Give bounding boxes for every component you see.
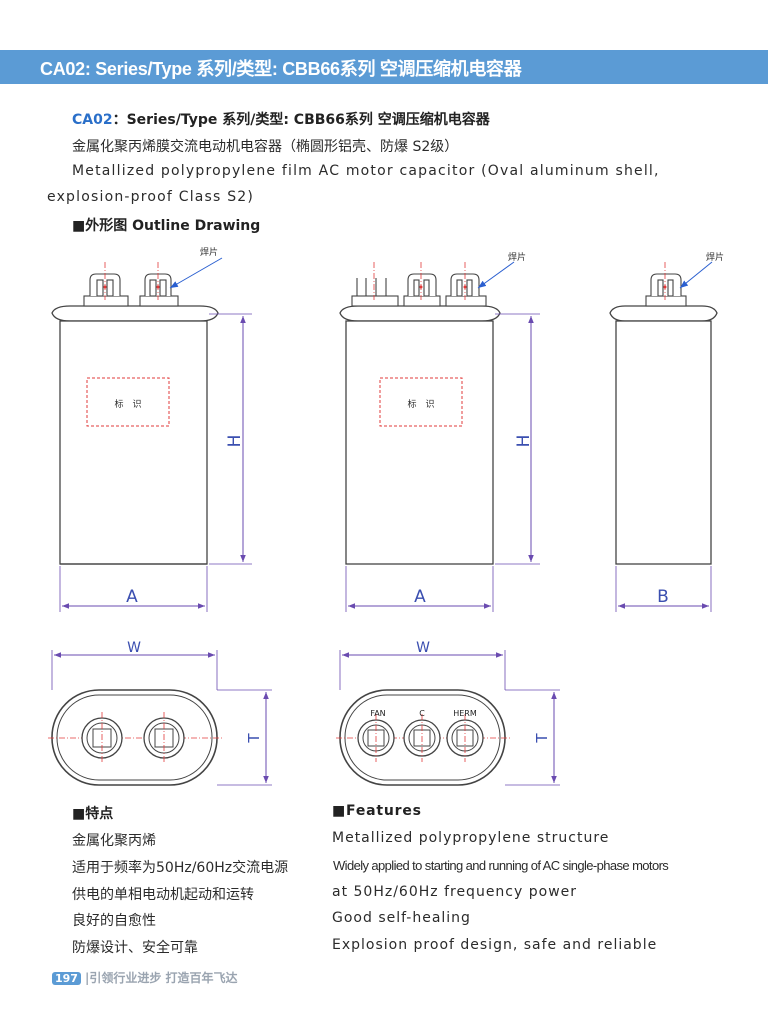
dim-A-2: A [414, 587, 426, 607]
terminal-herm: HERM [453, 709, 477, 718]
header-banner: CA02: Series/Type 系列/类型: CBB66系列 空调压缩机电容… [0, 50, 768, 84]
intro-en-line2: explosion-proof Class S2) [47, 189, 255, 205]
terminal-c: C [419, 709, 425, 718]
series-heading: CA02：Series/Type 系列/类型: CBB66系列 空调压缩机电容器 [72, 109, 490, 129]
top-view-two-terminal: W T [48, 640, 272, 786]
page-footer: 197|引领行业进步 打造百年飞达 [52, 969, 238, 986]
features-cn-heading: ■特点 [72, 806, 114, 822]
features-en-heading: ■Features [332, 803, 422, 819]
series-code: CA02 [72, 112, 113, 128]
side-view: 焊片 B [609, 251, 724, 612]
feature-cn-item: 防爆设计、安全可靠 [72, 940, 198, 956]
feature-en-item: Good self-healing [332, 910, 471, 926]
feature-cn-item: 供电的单相电动机起动和运转 [72, 887, 254, 903]
dim-T-1: T [245, 733, 263, 744]
feature-en-item: at 50Hz/60Hz frequency power [332, 884, 578, 900]
mark-label-1: 标 识 [114, 398, 141, 410]
banner-title: CA02: Series/Type 系列/类型: CBB66系列 空调压缩机电容… [40, 59, 522, 79]
front-view-two-terminal: 标 识 焊片 H A [51, 246, 252, 612]
dim-W-2: W [416, 640, 430, 656]
weld-label-2: 焊片 [508, 251, 526, 263]
weld-label-3: 焊片 [706, 251, 724, 263]
series-title: ：Series/Type 系列/类型: CBB66系列 空调压缩机电容器 [112, 112, 490, 128]
feature-cn-item: 金属化聚丙烯 [72, 833, 156, 849]
feature-cn-item: 适用于频率为50Hz/60Hz交流电源 [72, 860, 289, 876]
mark-label-2: 标 识 [407, 398, 434, 410]
intro-cn: 金属化聚丙烯膜交流电动机电容器（椭圆形铝壳、防爆 S2级） [72, 139, 459, 155]
feature-en-item: Explosion proof design, safe and reliabl… [332, 937, 658, 953]
feature-en-item: Widely applied to starting and running o… [333, 858, 669, 873]
weld-label-1: 焊片 [200, 246, 218, 258]
footer-slogan: |引领行业进步 打造百年飞达 [84, 971, 238, 985]
dim-W-1: W [127, 640, 141, 656]
outline-drawing: 标 识 焊片 H A 标 识 [48, 246, 724, 786]
intro-en-line1: Metallized polypropylene film AC motor c… [72, 163, 660, 179]
terminal-fan: FAN [370, 709, 385, 718]
dim-H-1: H [225, 435, 245, 448]
feature-en-item: Metallized polypropylene structure [332, 830, 610, 846]
top-view-three-terminal: FAN C HERM W T [336, 640, 560, 786]
feature-cn-item: 良好的自愈性 [72, 913, 156, 929]
dim-H-2: H [514, 435, 534, 448]
dim-B: B [657, 587, 669, 607]
page-number: 197 [52, 972, 81, 985]
outline-heading: ■外形图 Outline Drawing [72, 218, 261, 234]
dim-T-2: T [533, 733, 551, 744]
dim-A-1: A [126, 587, 138, 607]
front-view-three-terminal: 标 识 焊片 H A [339, 251, 540, 612]
